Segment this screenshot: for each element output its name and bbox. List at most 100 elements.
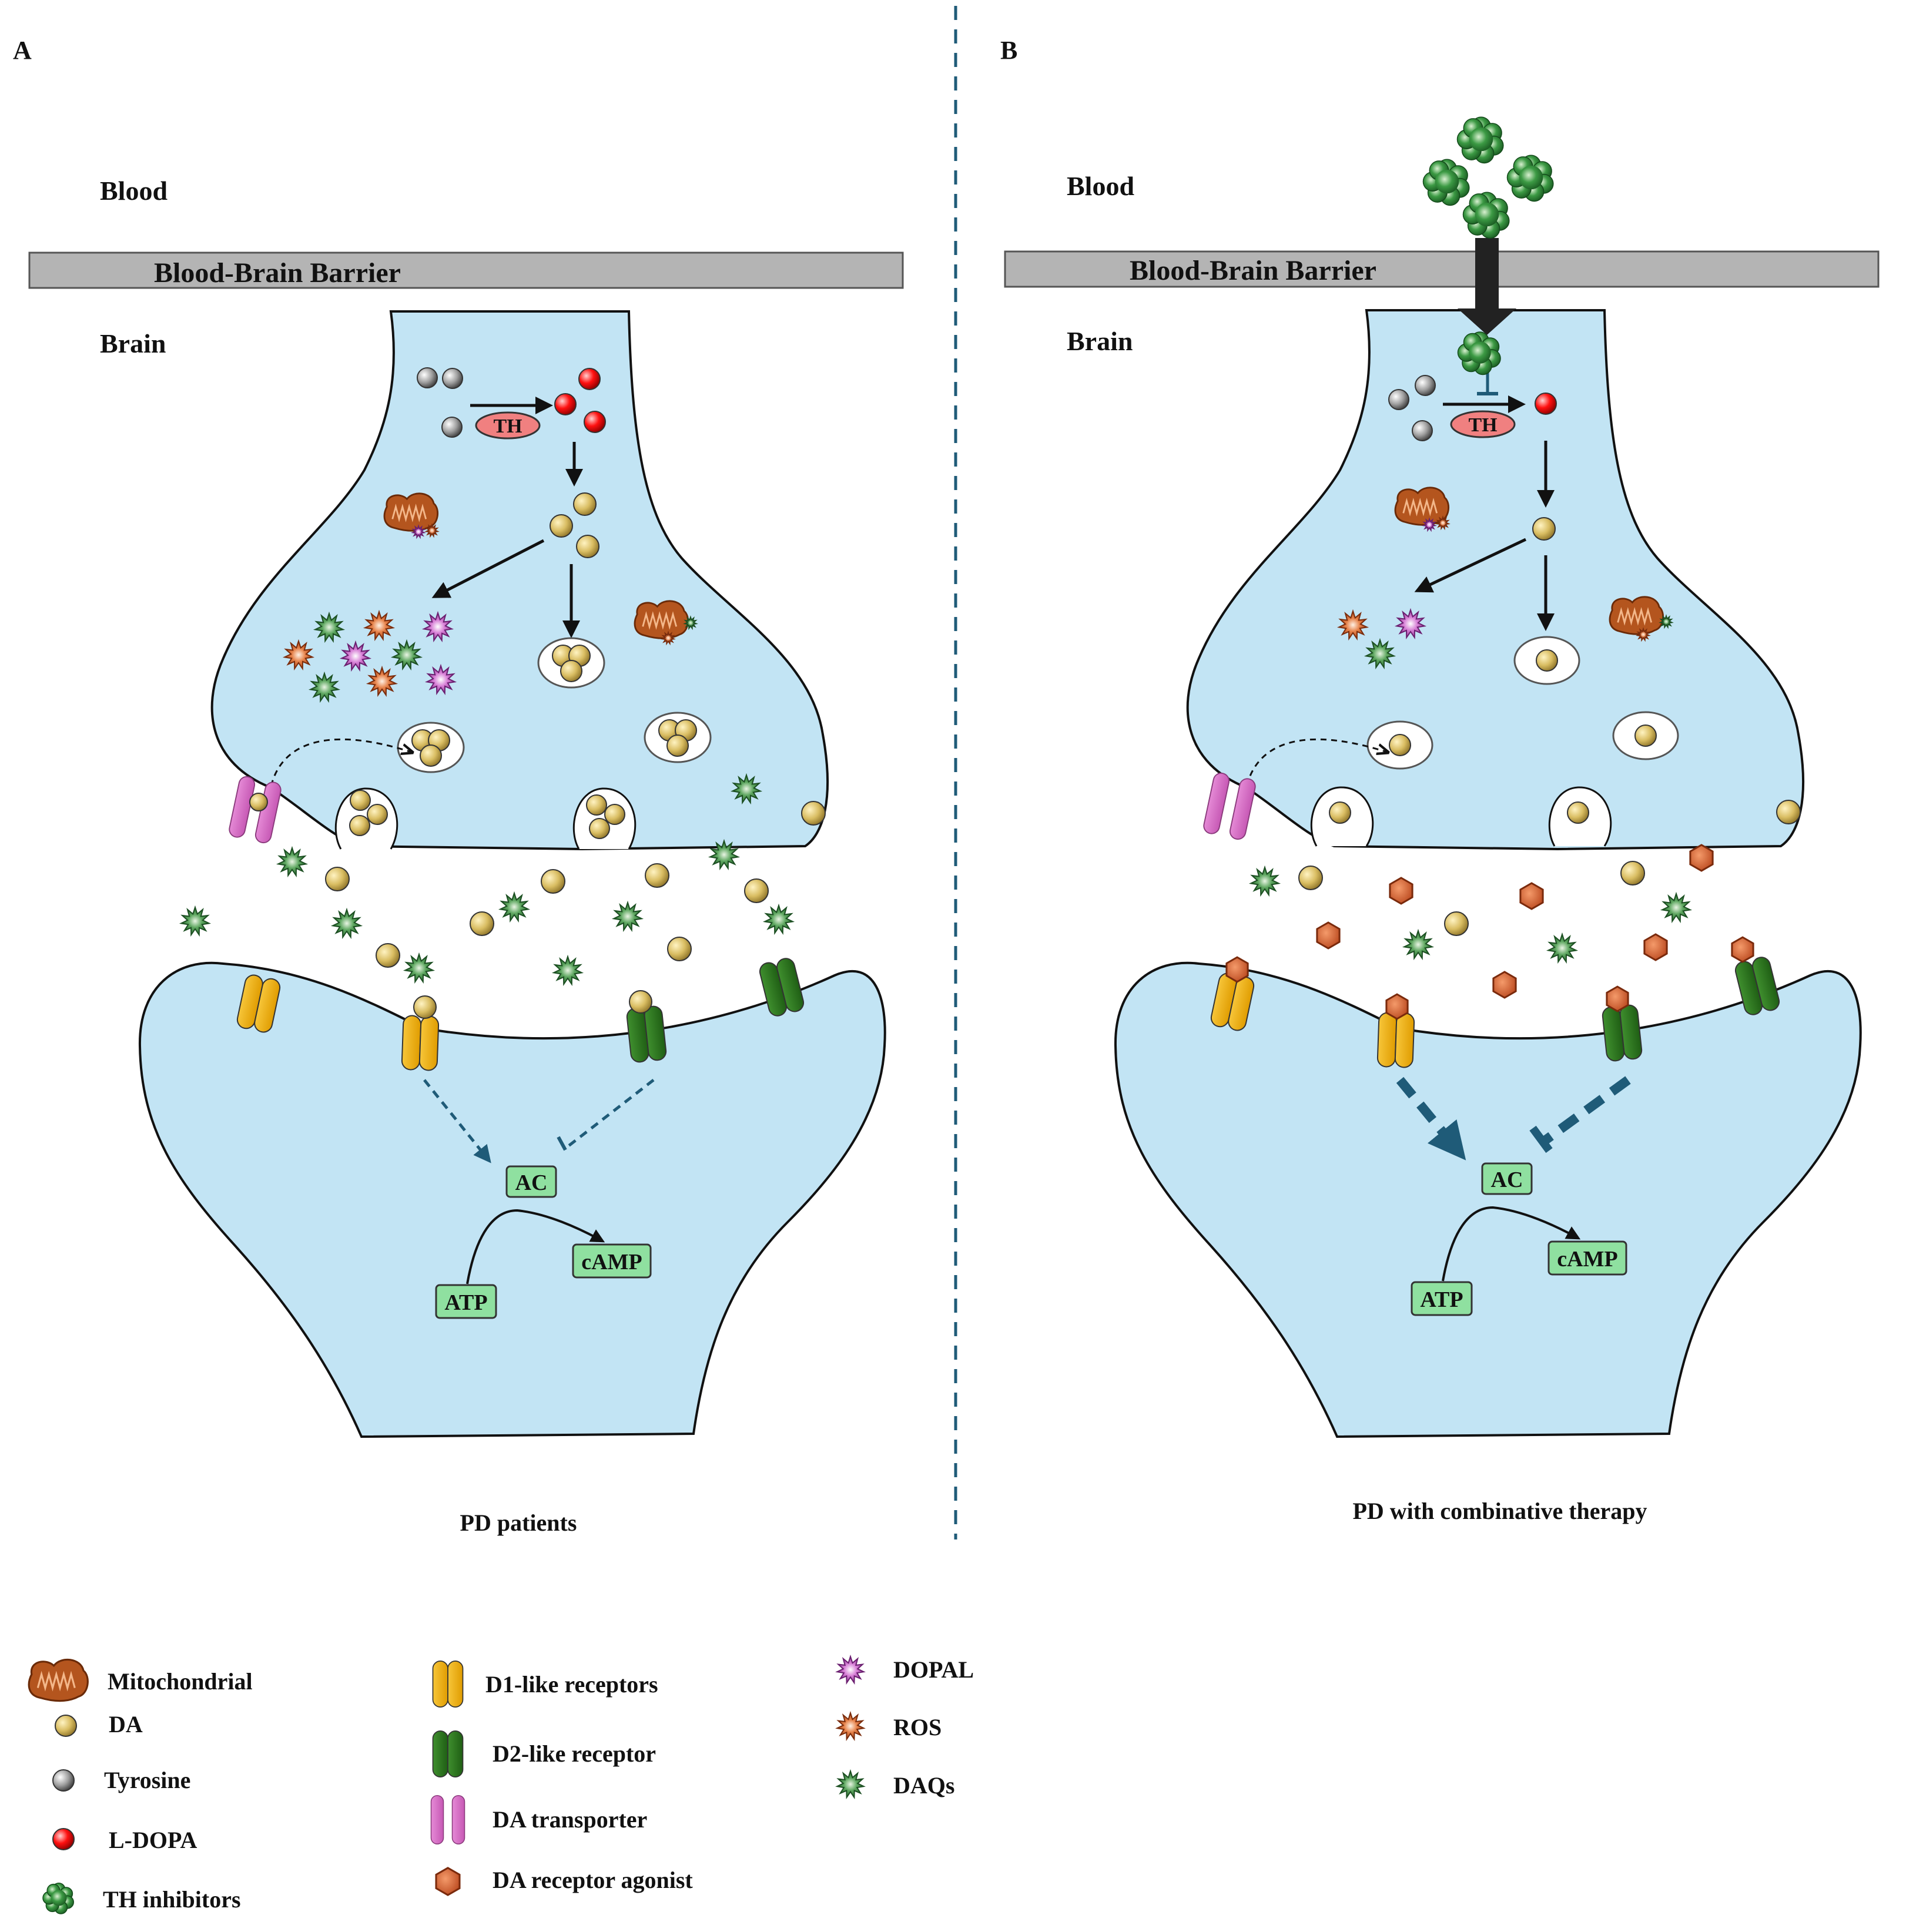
synaptic-vesicle <box>537 637 605 689</box>
dopamine-icon <box>1567 801 1589 824</box>
daqs-icon <box>835 1769 866 1800</box>
dopal-icon <box>1422 517 1437 532</box>
l-dopa-icon <box>52 1828 75 1850</box>
da-transporter-icon <box>430 1795 465 1844</box>
atp-label: ATP <box>1420 1287 1463 1312</box>
tyrosine-icon <box>1388 389 1409 410</box>
dopal-icon <box>411 524 426 539</box>
dopamine-icon <box>604 804 625 825</box>
dopamine-icon <box>376 943 400 968</box>
synaptic-vesicle <box>1366 720 1433 770</box>
tyrosine-icon <box>417 367 438 388</box>
legend-label-tyrosine: Tyrosine <box>104 1767 190 1793</box>
dopamine-icon <box>420 744 442 767</box>
synaptic-vesicle <box>397 722 465 773</box>
postsynaptic-neuron <box>138 961 886 1438</box>
brain-label: Brain <box>100 328 166 358</box>
panel-b-letter: B <box>1000 36 1017 65</box>
tyrosine-icon <box>1415 375 1436 396</box>
ros-icon <box>835 1710 866 1742</box>
d2-receptor-icon <box>1734 957 1780 1015</box>
camp-label: cAMP <box>1557 1247 1617 1272</box>
bbb-label: Blood-Brain Barrier <box>154 257 401 289</box>
presynaptic-neuron <box>210 310 829 851</box>
th-inhibitor-icon <box>1457 331 1501 375</box>
dopal-icon <box>424 663 457 696</box>
dopamine-icon <box>249 793 268 811</box>
tyrosine-icon <box>441 417 463 438</box>
blood-brain-barrier <box>1004 250 1880 288</box>
bbb-label: Blood-Brain Barrier <box>1130 255 1376 286</box>
dopamine-icon <box>801 801 826 826</box>
daqs-icon <box>390 639 423 671</box>
legend-label-dopamine: DA <box>109 1711 143 1738</box>
dopamine-icon <box>629 990 652 1014</box>
dopamine-icon <box>589 818 610 839</box>
tyrosine-icon <box>52 1769 75 1792</box>
atp-to-camp-arrow <box>1442 1206 1581 1282</box>
ros-icon <box>424 523 440 538</box>
dopamine-icon <box>350 790 371 811</box>
daqs-icon <box>1364 638 1396 670</box>
d2-receptor-icon <box>1602 1004 1643 1062</box>
dopamine-icon <box>586 794 607 816</box>
daqs-icon <box>1660 891 1693 924</box>
ac-label: AC <box>1491 1168 1523 1192</box>
dopamine-icon <box>576 535 599 558</box>
dopal-icon <box>339 640 372 672</box>
dopamine-icon <box>1329 801 1351 824</box>
camp-box <box>1547 1240 1627 1276</box>
daqs-icon <box>611 900 644 933</box>
dopal-icon <box>835 1654 866 1685</box>
d1-activation-arrow <box>423 1079 491 1163</box>
da-agonist-icon <box>1731 936 1754 963</box>
da-agonist-icon <box>435 1867 461 1896</box>
legend-label-l-dopa: L-DOPA <box>109 1827 197 1853</box>
dopamine-icon <box>1298 866 1323 890</box>
ros-icon <box>363 609 396 642</box>
brain-label: Brain <box>1067 326 1133 356</box>
daqs-icon <box>179 905 212 937</box>
th-label: TH <box>1468 414 1497 436</box>
dopamine-icon <box>667 937 692 961</box>
da-transporter-icon <box>229 776 282 844</box>
molecules-layer <box>179 116 1801 1071</box>
l-dopa-icon <box>554 393 577 415</box>
th-inhibitor-icon <box>1456 116 1504 164</box>
d1-receptor-icon <box>432 1661 464 1708</box>
da-agonist-icon <box>1316 921 1341 950</box>
mitochondria-icon <box>634 600 689 639</box>
dopamine-icon <box>1389 734 1411 756</box>
ros-icon <box>282 639 315 671</box>
l-dopa-icon <box>52 1828 75 1850</box>
d1-receptor-icon <box>401 1015 440 1071</box>
dopamine-icon <box>55 1715 77 1737</box>
daqs-icon <box>308 671 341 703</box>
dopamine-icon <box>413 995 437 1019</box>
da-transporter-icon <box>1203 772 1256 840</box>
ros-icon <box>835 1710 866 1742</box>
daqs-icon <box>498 891 531 923</box>
caption-b: PD with combinative therapy <box>1352 1498 1647 1524</box>
dopamine-icon <box>349 815 370 836</box>
th-inhibitor-icon <box>42 1883 74 1914</box>
synaptic-vesicle <box>1513 636 1580 685</box>
atp-label: ATP <box>444 1290 487 1315</box>
daqs-icon <box>403 952 436 984</box>
dopamine-icon <box>550 514 573 538</box>
tyrosine-icon <box>52 1769 75 1792</box>
da-agonist-icon <box>1225 956 1249 983</box>
dopamine-icon <box>744 878 769 903</box>
synaptic-vesicle <box>1612 711 1679 760</box>
dopamine-icon <box>560 660 582 682</box>
panel-a-letter: A <box>13 36 32 65</box>
atp-to-camp-arrow <box>466 1209 605 1284</box>
l-dopa-icon <box>584 411 606 433</box>
dopamine-icon <box>1620 861 1645 886</box>
th-inhibitor-icon <box>1506 155 1554 202</box>
postsynaptic-neuron <box>1114 961 1862 1438</box>
th-inhibitor-icon <box>1422 159 1470 206</box>
dopamine-icon <box>55 1715 77 1737</box>
